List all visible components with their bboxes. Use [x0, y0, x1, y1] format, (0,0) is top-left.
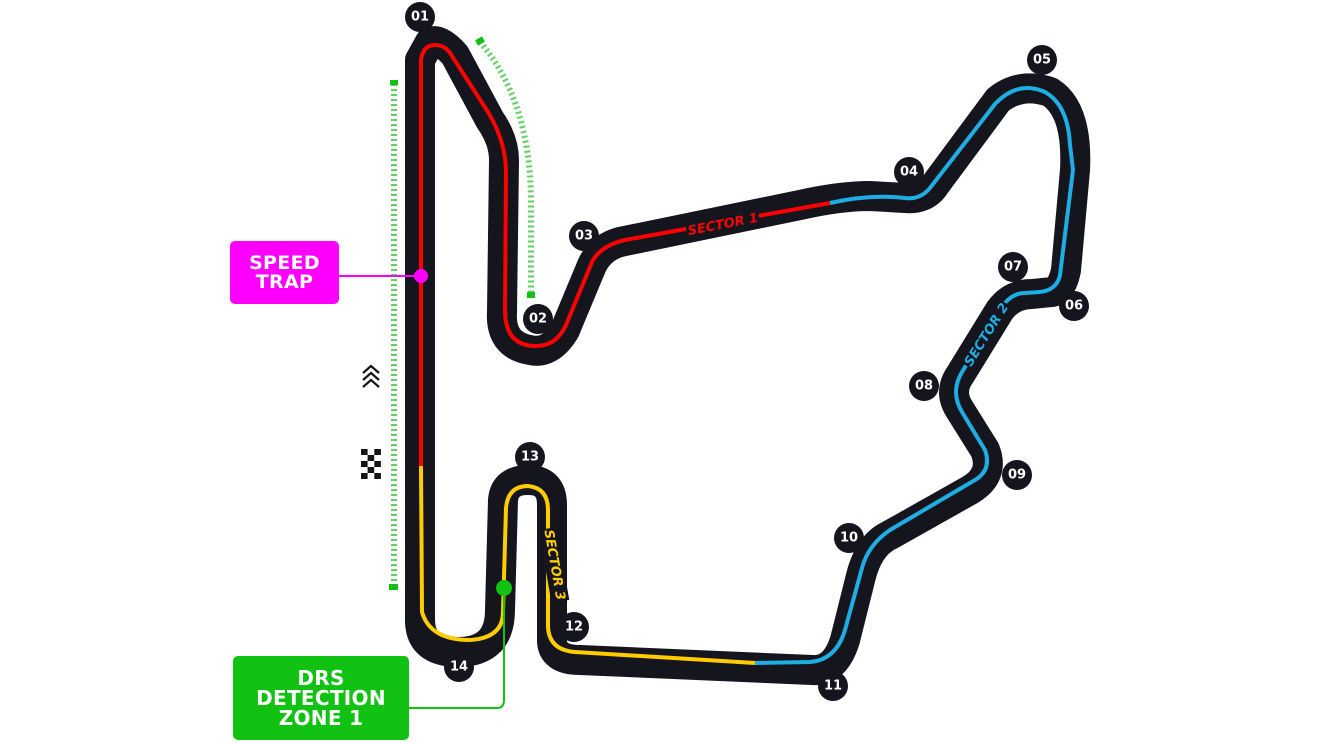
turn-11-badge: 11 [818, 671, 848, 701]
svg-text:02: 02 [529, 312, 547, 327]
svg-text:07: 07 [1004, 260, 1022, 275]
svg-text:01: 01 [411, 10, 429, 25]
drs-line-3: ZONE 1 [278, 706, 364, 730]
turn-07-badge: 07 [998, 252, 1028, 282]
sector-1-line [419, 43, 831, 466]
turn-03-badge: 03 [569, 221, 599, 251]
svg-text:13: 13 [521, 450, 539, 465]
speed-trap-label: SPEED TRAP [230, 241, 339, 304]
turn-06-badge: 06 [1059, 291, 1089, 321]
svg-text:14: 14 [450, 660, 468, 675]
sector-2-line [754, 86, 1075, 665]
turn-12-badge: 12 [559, 612, 589, 642]
turn-04-badge: 04 [894, 157, 924, 187]
svg-text:09: 09 [1008, 468, 1026, 483]
svg-text:11: 11 [824, 679, 842, 694]
drs-detection-marker [408, 580, 512, 709]
svg-text:08: 08 [915, 379, 933, 394]
speed-trap-line-2: TRAP [255, 270, 314, 293]
chequered-flag-icon [361, 449, 381, 479]
turn-02-badge: 02 [523, 304, 553, 334]
svg-text:05: 05 [1033, 53, 1051, 68]
drs-line-1: DRS [297, 666, 345, 690]
sector-3-line [419, 465, 756, 665]
svg-text:12: 12 [565, 620, 583, 635]
drs-zone-main-straight [389, 80, 398, 590]
svg-text:06: 06 [1065, 299, 1083, 314]
drs-zone-turn1-straight [475, 36, 535, 298]
turn-13-badge: 13 [515, 442, 545, 472]
turn-08-badge: 08 [909, 371, 939, 401]
svg-text:10: 10 [840, 531, 858, 546]
track-outline [405, 26, 1091, 686]
turn-10-badge: 10 [834, 523, 864, 553]
turn-05-badge: 05 [1027, 45, 1057, 75]
turn-01-badge: 01 [405, 2, 435, 32]
turn-09-badge: 09 [1002, 460, 1032, 490]
svg-text:03: 03 [575, 229, 593, 244]
speed-trap-marker [338, 269, 428, 283]
drs-line-2: DETECTION [256, 686, 386, 710]
speed-trap-line-1: SPEED [249, 251, 320, 274]
direction-chevrons-icon [362, 364, 380, 388]
drs-detection-label: DRS DETECTION ZONE 1 [233, 656, 409, 740]
svg-text:04: 04 [900, 165, 918, 180]
turn-14-badge: 14 [444, 652, 474, 682]
